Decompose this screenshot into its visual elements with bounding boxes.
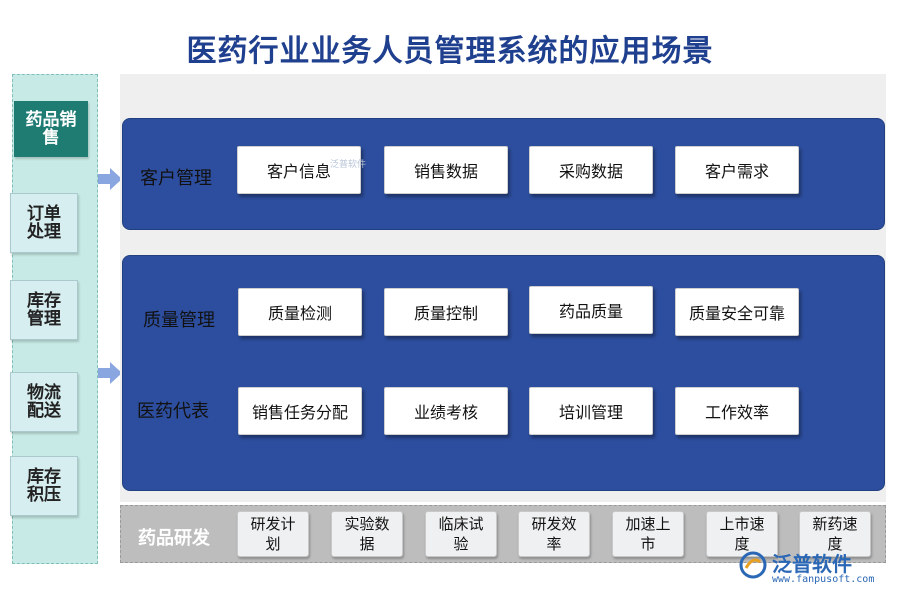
logo-url: www.fanpusoft.com xyxy=(772,574,875,585)
customer-management-label: 客户管理 xyxy=(140,168,212,189)
left-item-order-processing: 订单处理 xyxy=(10,193,78,253)
box-work-efficiency: 工作效率 xyxy=(675,387,799,435)
rd-item-launch-speed: 上市速度 xyxy=(706,511,778,557)
rd-item-accelerate-launch: 加速上市 xyxy=(612,511,684,557)
left-item-drug-sales: 药品销售 xyxy=(14,101,88,157)
rd-label: 药品研发 xyxy=(138,528,210,549)
left-item-logistics: 物流配送 xyxy=(10,372,78,432)
watermark-text: 泛普软件 xyxy=(330,160,367,170)
box-drug-quality: 药品质量 xyxy=(529,286,653,334)
logo-name: 泛普软件 xyxy=(772,552,852,576)
arrow-right-icon xyxy=(98,362,122,384)
quality-management-label: 质量管理 xyxy=(143,310,215,331)
box-quality-safety: 质量安全可靠 xyxy=(675,288,799,336)
rd-item-experiment-data: 实验数据 xyxy=(331,511,403,557)
box-quality-inspection: 质量检测 xyxy=(238,288,362,336)
rd-item-plan: 研发计划 xyxy=(237,511,309,557)
box-customer-info: 客户信息 xyxy=(237,146,361,194)
box-sales-data: 销售数据 xyxy=(384,146,508,194)
box-sales-task-assignment: 销售任务分配 xyxy=(238,387,362,435)
box-quality-control: 质量控制 xyxy=(384,288,508,336)
box-customer-needs: 客户需求 xyxy=(675,146,799,194)
rd-item-new-drug-speed: 新药速度 xyxy=(799,511,871,557)
box-performance-review: 业绩考核 xyxy=(384,387,508,435)
logo-icon xyxy=(739,551,767,579)
page-title: 医药行业业务人员管理系统的应用场景 xyxy=(186,34,714,69)
left-item-inventory-management: 库存管理 xyxy=(10,280,78,340)
left-item-inventory-backlog: 库存积压 xyxy=(10,456,78,516)
box-training-management: 培训管理 xyxy=(529,387,653,435)
pharma-rep-label: 医药代表 xyxy=(137,401,209,422)
box-purchase-data: 采购数据 xyxy=(529,146,653,194)
rd-item-efficiency: 研发效率 xyxy=(518,511,590,557)
rd-item-clinical-trial: 临床试验 xyxy=(425,511,497,557)
brand-logo: 泛普软件 www.fanpusoft.com xyxy=(738,548,888,588)
arrow-right-icon xyxy=(98,168,122,190)
